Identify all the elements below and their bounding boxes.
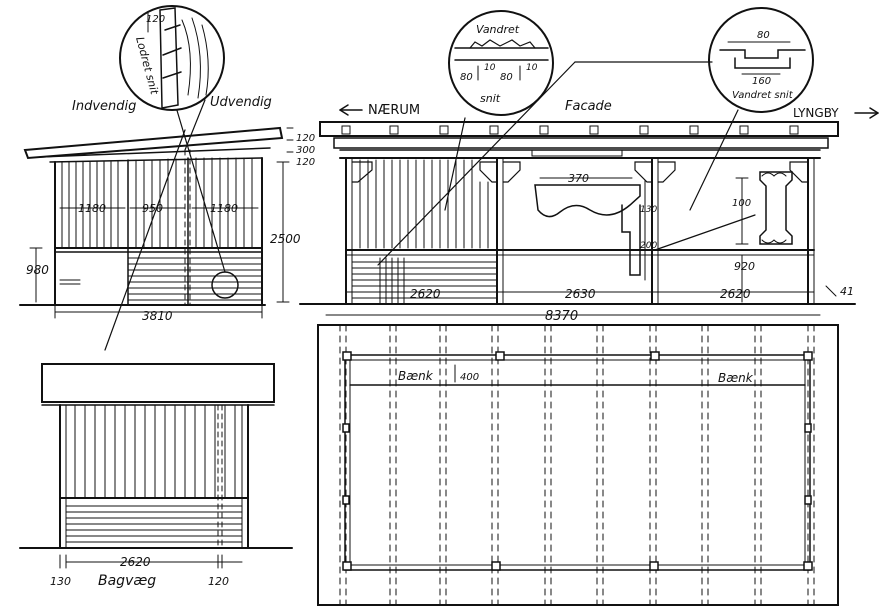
dim-41: 41	[840, 285, 854, 298]
horizontal-section-detail	[448, 10, 554, 116]
vertical-section-dim: 120	[146, 14, 165, 25]
horizontal-section-snit: snit	[480, 92, 501, 105]
interior-label: Indvendig	[72, 99, 136, 114]
dim-200: 200	[640, 241, 657, 251]
dim-2620-b: 2620	[720, 287, 751, 301]
dim-300: 300	[296, 145, 315, 156]
dim-130-back: 130	[50, 575, 71, 588]
floor-plan	[317, 324, 839, 606]
dim-1180-left: 1180	[78, 202, 106, 215]
dim-100: 100	[732, 198, 751, 209]
back-wall-elevation	[19, 363, 293, 569]
dim-1180-right: 1180	[210, 202, 238, 215]
back-wall-label: Bagvæg	[98, 573, 156, 589]
vertical-section-detail	[119, 5, 225, 111]
dim-980: 980	[26, 263, 49, 277]
dim-160: 160	[752, 76, 771, 87]
dim-2620-a: 2620	[410, 287, 441, 301]
dim-120-bot: 120	[296, 157, 315, 168]
facade-label: Facade	[565, 99, 612, 114]
facade-elevation	[299, 61, 879, 316]
dim-120-back: 120	[208, 575, 229, 588]
dim-10-b: 10	[526, 63, 538, 73]
horizontal-section-right: Vandret snit	[732, 90, 794, 101]
dim-3810: 3810	[142, 309, 173, 323]
dim-8370: 8370	[545, 309, 578, 324]
dim-10-a: 10	[484, 63, 496, 73]
dim-80-a: 80	[460, 72, 473, 83]
side-elevation	[19, 69, 294, 351]
exterior-label: Udvendig	[210, 95, 272, 110]
bench-right-label: Bænk	[718, 371, 754, 385]
dim-2500: 2500	[270, 232, 301, 246]
dim-920: 920	[734, 260, 755, 273]
dim-top-80: 80	[757, 30, 770, 41]
dim-130: 130	[640, 205, 657, 215]
bench-left-label: Bænk	[398, 369, 434, 383]
dim-120-top: 120	[296, 133, 315, 144]
dim-400: 400	[460, 372, 479, 383]
direction-lyngby: LYNGBY	[793, 106, 839, 120]
dim-370: 370	[568, 172, 589, 185]
horizontal-section-top: Vandret	[476, 23, 520, 36]
direction-naerum: NÆRUM	[368, 103, 420, 118]
dim-2630: 2630	[565, 287, 596, 301]
dim-80-b: 80	[500, 72, 513, 83]
dim-950: 950	[142, 202, 163, 215]
bracket-section-detail	[708, 7, 814, 113]
dim-2620-back: 2620	[120, 555, 151, 569]
